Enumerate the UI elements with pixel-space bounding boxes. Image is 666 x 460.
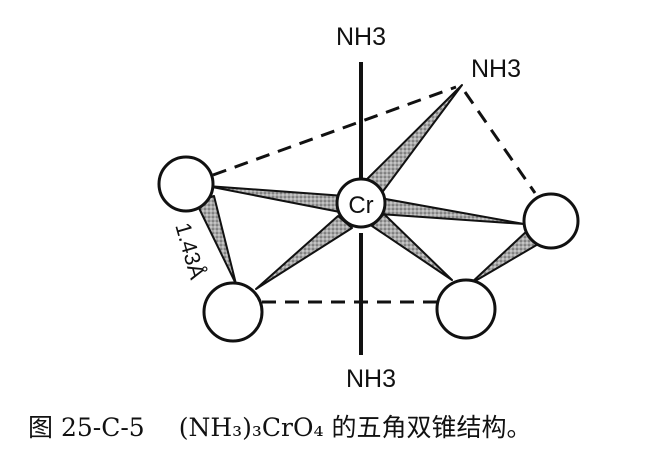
oxygen-atoms [157, 155, 580, 343]
center-atom-label: Cr [348, 192, 373, 219]
upper-right-nh3-label: NH3 [471, 55, 521, 83]
bottom-nh3-label: NH3 [346, 365, 396, 393]
oxygen-atom-left [157, 155, 215, 213]
caption-text: (NH₃)₃CrO₄ 的五角双锥结构。 [178, 413, 532, 442]
top-nh3-label: NH3 [336, 23, 386, 51]
oxygen-atom-lower-right [435, 278, 497, 340]
figure-number: 图 25-C-5 [28, 413, 145, 442]
wedge-cr-to-left-o [206, 185, 346, 214]
oxygen-atom-lower-left [202, 281, 264, 343]
wedge-cr-to-lower-left-o [255, 215, 353, 290]
chromium-atom [335, 177, 387, 229]
bond-length-label: 1.43Å [170, 220, 210, 282]
wedge-cr-to-right-o [379, 197, 525, 225]
figure-caption: 图 25-C-5 (NH₃)₃CrO₄ 的五角双锥结构。 [28, 408, 658, 448]
molecular-structure-diagram: Cr NH3 NH3 NH3 1.43Å [157, 23, 580, 393]
wedge-cr-to-lower-right-o [371, 213, 453, 281]
dashed-edge-nh3-to-right [463, 91, 537, 194]
dashed-edge-left-to-nh3 [212, 85, 457, 177]
oxygen-atom-right [522, 192, 580, 250]
dashed-edges [212, 85, 537, 304]
